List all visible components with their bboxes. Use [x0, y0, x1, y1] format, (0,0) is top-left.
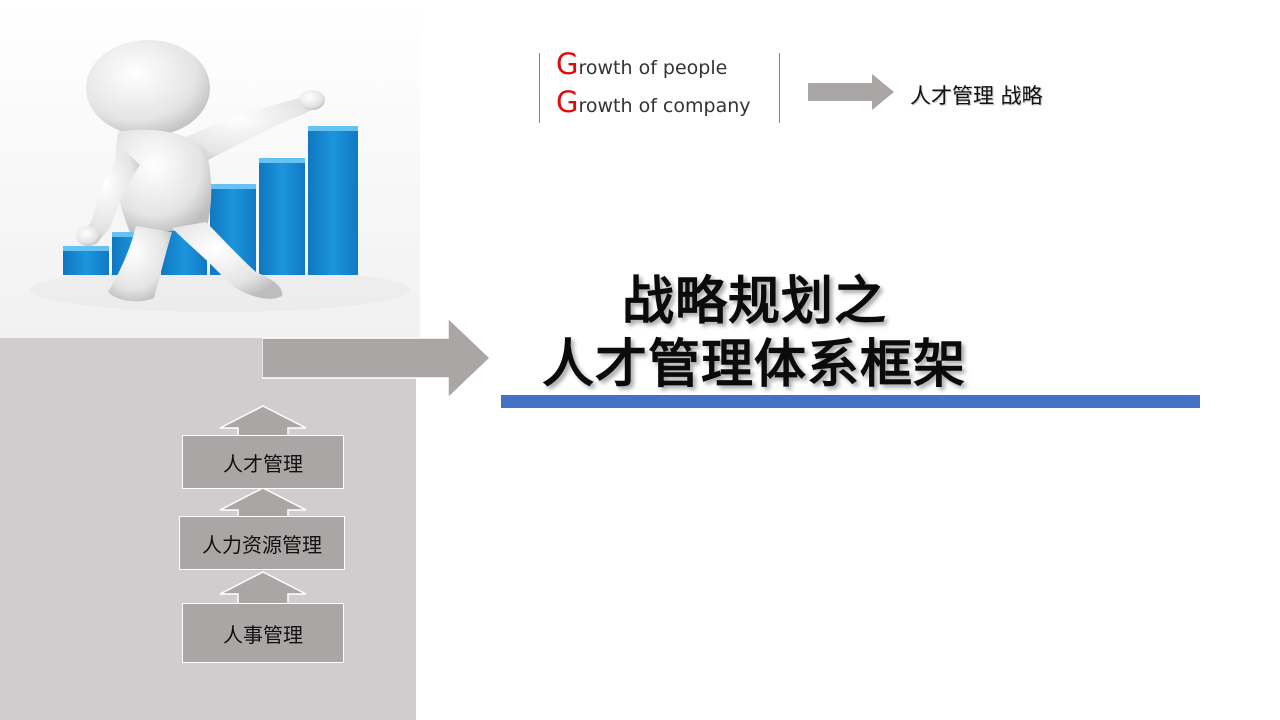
title-underline-bar	[501, 395, 1200, 408]
strategy-label: 人才管理 战略	[910, 84, 1043, 108]
right-arrow-icon	[808, 74, 894, 110]
page-title-line-1: 战略规划之	[622, 272, 888, 332]
growth-cap-letter: G	[556, 47, 579, 81]
growth-block: Growth of people Growth of company	[539, 47, 780, 123]
level-talent-management: 人才管理	[182, 435, 344, 489]
person-figure-icon	[76, 40, 325, 302]
right-arrow-icon	[262, 318, 490, 398]
level-label: 人才管理	[223, 451, 303, 476]
up-arrow-icon	[219, 405, 307, 438]
level-label: 人事管理	[223, 622, 303, 647]
person-bar-chart-illustration	[0, 0, 420, 338]
up-arrow-icon	[219, 487, 307, 520]
growth-rest-text: rowth of people	[578, 57, 728, 79]
level-personnel-management: 人事管理	[182, 603, 344, 663]
growth-rest-text: rowth of company	[578, 95, 751, 117]
growth-of-people: Growth of people	[556, 47, 727, 81]
level-hr-management: 人力资源管理	[179, 516, 345, 570]
page-title-line-2: 人才管理体系框架	[542, 335, 967, 395]
growth-of-company: Growth of company	[556, 85, 751, 119]
level-label: 人力资源管理	[202, 532, 322, 557]
up-arrow-icon	[219, 571, 307, 604]
growth-cap-letter: G	[556, 85, 579, 119]
